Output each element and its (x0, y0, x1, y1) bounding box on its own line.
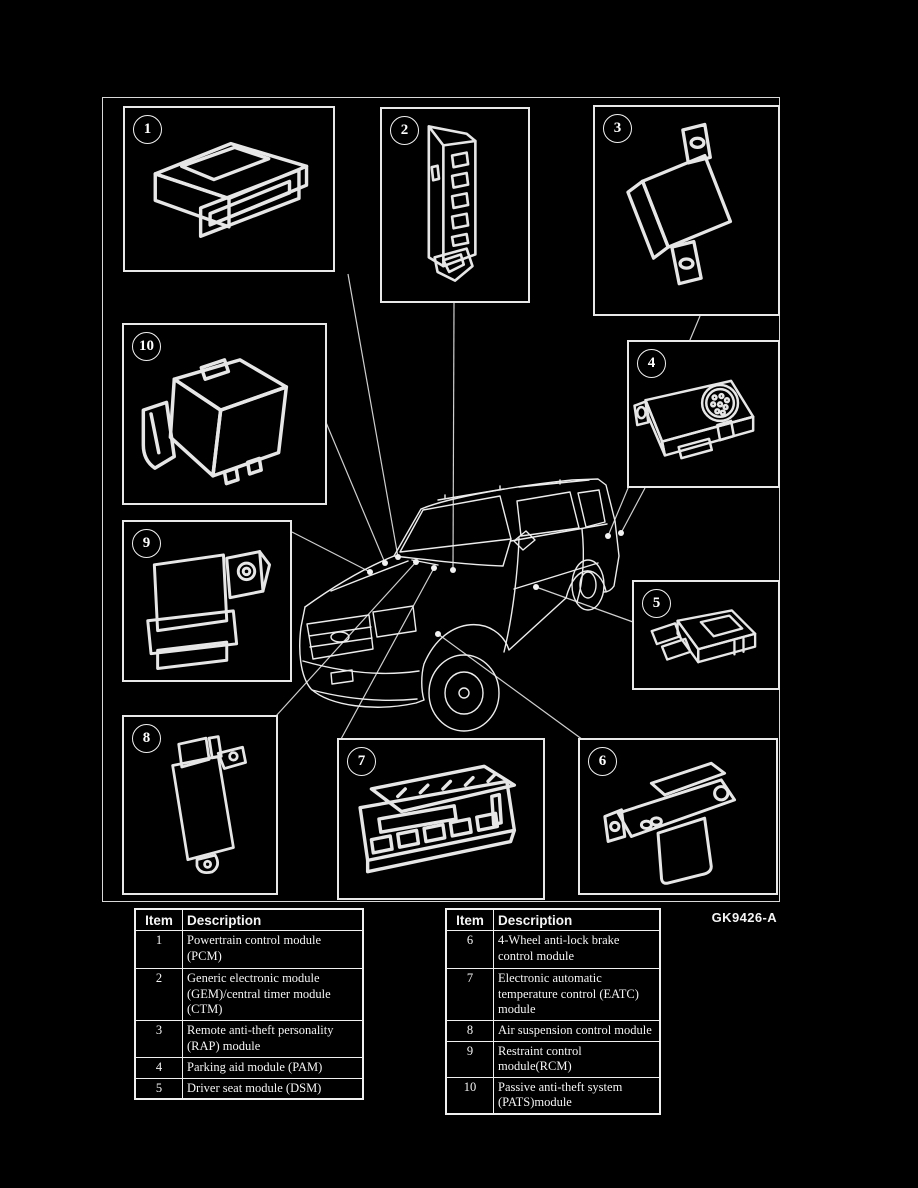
callout-box-5: 5 (632, 580, 780, 690)
leader-line (535, 586, 634, 623)
callout-number-3: 3 (603, 114, 632, 143)
figure-code: GK9426-A (711, 910, 777, 925)
description-cell: Parking aid module (PAM) (182, 1056, 364, 1079)
abs-module-icon (603, 761, 737, 885)
item-table-right: Item Description 6 4-Wheel anti-lock bra… (445, 908, 661, 1116)
table-row: 3 Remote anti-theft personality (RAP) mo… (134, 1019, 364, 1058)
table-row: 2 Generic electronic module (GEM)/centra… (134, 968, 364, 1021)
table-row: 6 4-Wheel anti-lock brake control module (445, 930, 661, 969)
description-cell: Remote anti-theft personality (RAP) modu… (182, 1019, 364, 1058)
location-dot (431, 565, 437, 571)
item-cell: 5 (134, 1077, 183, 1100)
table-row: 9 Restraint control module(RCM) (445, 1040, 661, 1078)
item-cell: 8 (445, 1019, 494, 1042)
callout-box-9: 9 (122, 520, 292, 682)
description-cell: Restraint control module(RCM) (493, 1040, 661, 1078)
leader-line (347, 273, 399, 558)
table-row: 1 Powertrain control module (PCM) (134, 930, 364, 969)
diagram-frame (102, 97, 780, 902)
location-dots (367, 530, 624, 637)
table-header-row: Item Description (445, 908, 661, 931)
leader-line (291, 531, 371, 573)
location-dot (435, 631, 441, 637)
description-header: Description (493, 908, 661, 931)
callout-box-6: 6 (578, 738, 778, 895)
leader-line (340, 567, 435, 740)
location-dot (618, 530, 624, 536)
location-dot (413, 559, 419, 565)
table-row: 5 Driver seat module (DSM) (134, 1077, 364, 1100)
callout-number-6: 6 (588, 747, 617, 776)
pam-module-icon (633, 379, 755, 460)
location-dot (533, 584, 539, 590)
callout-number-2: 2 (390, 116, 419, 145)
location-dot (450, 567, 456, 573)
rcm-module-icon (146, 550, 272, 670)
callout-number-9: 9 (132, 529, 161, 558)
table-row: 8 Air suspension control module (445, 1019, 661, 1042)
callout-box-1: 1 (123, 106, 335, 272)
pcm-module-icon (153, 141, 309, 238)
description-cell: Powertrain control module (PCM) (182, 930, 364, 969)
rap-module-icon (626, 122, 733, 286)
item-table-left: Item Description 1 Powertrain control mo… (134, 908, 364, 1101)
description-header: Description (182, 908, 364, 931)
item-cell: 1 (134, 930, 183, 969)
item-cell: 6 (445, 930, 494, 969)
leader-line (324, 419, 386, 564)
callout-box-3: 3 (593, 105, 780, 316)
location-dot (367, 569, 373, 575)
pats-module-icon (141, 358, 289, 486)
location-dot (395, 554, 401, 560)
leader-line (275, 561, 417, 717)
air-suspension-module-icon (171, 735, 247, 875)
callout-box-7: 7 (337, 738, 545, 900)
item-cell: 3 (134, 1019, 183, 1058)
description-cell: Electronic automatic temperature control… (493, 968, 661, 1021)
leader-line (620, 487, 646, 534)
item-cell: 9 (445, 1040, 494, 1078)
description-cell: Driver seat module (DSM) (182, 1077, 364, 1100)
location-dot (382, 560, 388, 566)
callout-box-8: 8 (122, 715, 278, 895)
description-cell: Passive anti-theft system (PATS)module (493, 1076, 661, 1115)
gem-module-icon (427, 125, 477, 282)
table-row: 10 Passive anti-theft system (PATS)modul… (445, 1076, 661, 1115)
callout-number-8: 8 (132, 724, 161, 753)
dsm-module-icon (650, 609, 757, 664)
leader-line (437, 633, 591, 746)
eatc-module-icon (358, 764, 517, 874)
callout-number-1: 1 (133, 115, 162, 144)
item-cell: 2 (134, 968, 183, 1021)
table-row: 7 Electronic automatic temperature contr… (445, 968, 661, 1021)
item-header: Item (445, 908, 494, 931)
callout-number-7: 7 (347, 747, 376, 776)
item-header: Item (134, 908, 183, 931)
item-cell: 10 (445, 1076, 494, 1115)
description-cell: 4-Wheel anti-lock brake control module (493, 930, 661, 969)
leader-line (452, 302, 455, 571)
callout-number-10: 10 (132, 332, 161, 361)
description-cell: Generic electronic module (GEM)/central … (182, 968, 364, 1021)
item-cell: 4 (134, 1056, 183, 1079)
callout-box-4: 4 (627, 340, 780, 488)
table-header-row: Item Description (134, 908, 364, 931)
description-cell: Air suspension control module (493, 1019, 661, 1042)
callout-box-2: 2 (380, 107, 530, 303)
location-dot (605, 533, 611, 539)
table-row: 4 Parking aid module (PAM) (134, 1056, 364, 1079)
item-cell: 7 (445, 968, 494, 1021)
callout-box-10: 10 (122, 323, 327, 505)
callout-number-5: 5 (642, 589, 671, 618)
callout-number-4: 4 (637, 349, 666, 378)
